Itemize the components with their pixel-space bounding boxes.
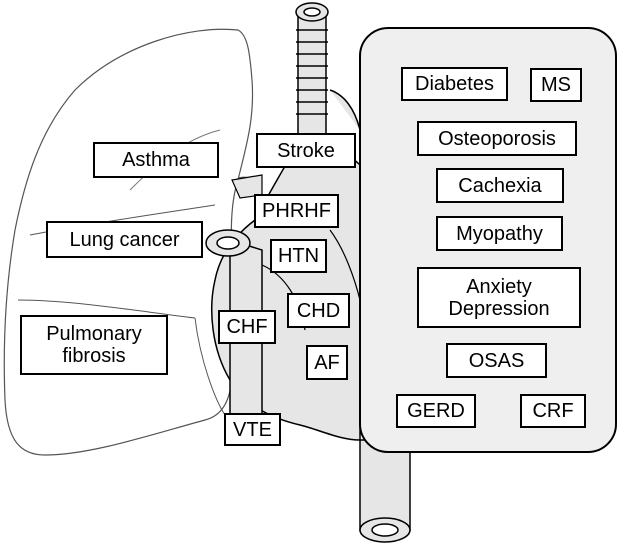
gerd-label: GERD <box>396 394 476 428</box>
osas-label: OSAS <box>446 343 547 378</box>
osteoporosis-label: Osteoporosis <box>417 121 577 156</box>
anxiety-depression-label: Anxiety Depression <box>417 267 581 328</box>
chd-label: CHD <box>287 293 350 328</box>
crf-label: CRF <box>520 394 586 428</box>
pulmonary-fibrosis-label: Pulmonary fibrosis <box>20 315 168 375</box>
myopathy-label: Myopathy <box>436 216 563 251</box>
trachea-illustration <box>295 2 329 143</box>
stroke-label: Stroke <box>256 133 356 168</box>
ms-label: MS <box>530 68 582 102</box>
asthma-label: Asthma <box>93 142 219 178</box>
cachexia-label: Cachexia <box>436 168 564 203</box>
htn-label: HTN <box>270 239 327 273</box>
aorta-illustration <box>359 439 411 543</box>
diabetes-label: Diabetes <box>401 67 508 101</box>
phrhf-label: PHRHF <box>254 194 339 228</box>
af-label: AF <box>306 345 348 380</box>
lung-cancer-label: Lung cancer <box>46 221 203 258</box>
vte-label: VTE <box>224 413 281 446</box>
chf-label: CHF <box>218 310 276 344</box>
